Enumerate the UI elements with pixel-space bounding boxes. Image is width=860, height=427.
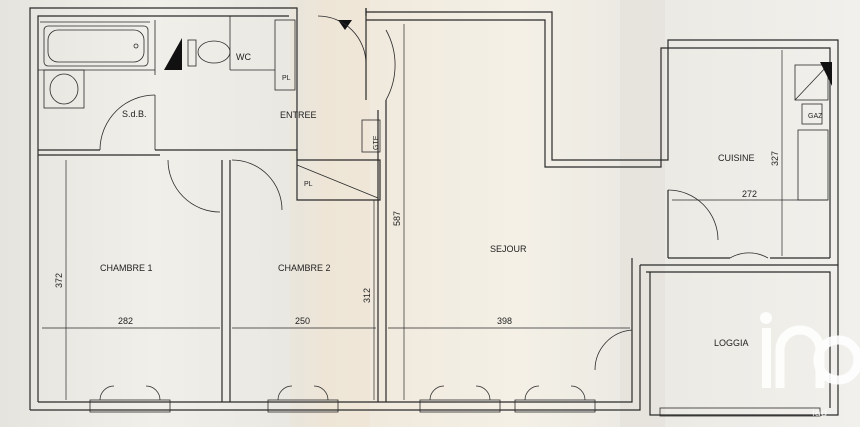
dim-282: 282 — [118, 316, 133, 326]
toilet — [187, 39, 231, 67]
label-gaz: GAZ — [808, 113, 823, 120]
iad-logo: iad — [760, 312, 860, 419]
dim-250: 250 — [295, 316, 310, 326]
interior-walls — [38, 8, 830, 402]
dim-587: 587 — [392, 211, 402, 226]
room-label-chambre-2: CHAMBRE 2 — [278, 263, 331, 273]
dim-272: 272 — [742, 189, 757, 199]
room-label-sejour: SEJOUR — [490, 244, 527, 254]
dim-312: 312 — [362, 288, 372, 303]
paper-fold — [620, 0, 665, 427]
label-gte: GTE — [373, 135, 380, 150]
logo-text: iad — [812, 408, 827, 419]
room-label-entree: ENTREE — [280, 110, 317, 120]
bathtub — [47, 29, 145, 63]
paper-fold — [290, 0, 370, 427]
dimension-lines — [42, 24, 828, 400]
label-pl-top: PL — [282, 75, 291, 82]
windows — [89, 385, 821, 417]
room-label-wc: WC — [236, 52, 251, 62]
room-label-chambre-1: CHAMBRE 1 — [100, 263, 153, 273]
label-pl-mid: PL — [304, 181, 313, 188]
room-label-cuisine: CUISINE — [718, 153, 755, 163]
dim-398: 398 — [497, 316, 512, 326]
dim-327: 327 — [770, 151, 780, 166]
washbasin — [43, 69, 85, 109]
dim-372: 372 — [54, 273, 64, 288]
shaft-triangle — [164, 20, 832, 86]
room-label-loggia: LOGGIA — [714, 338, 749, 348]
outer-walls — [29, 7, 839, 416]
room-label-sdb: S.d.B. — [122, 109, 147, 119]
doors — [99, 15, 769, 371]
